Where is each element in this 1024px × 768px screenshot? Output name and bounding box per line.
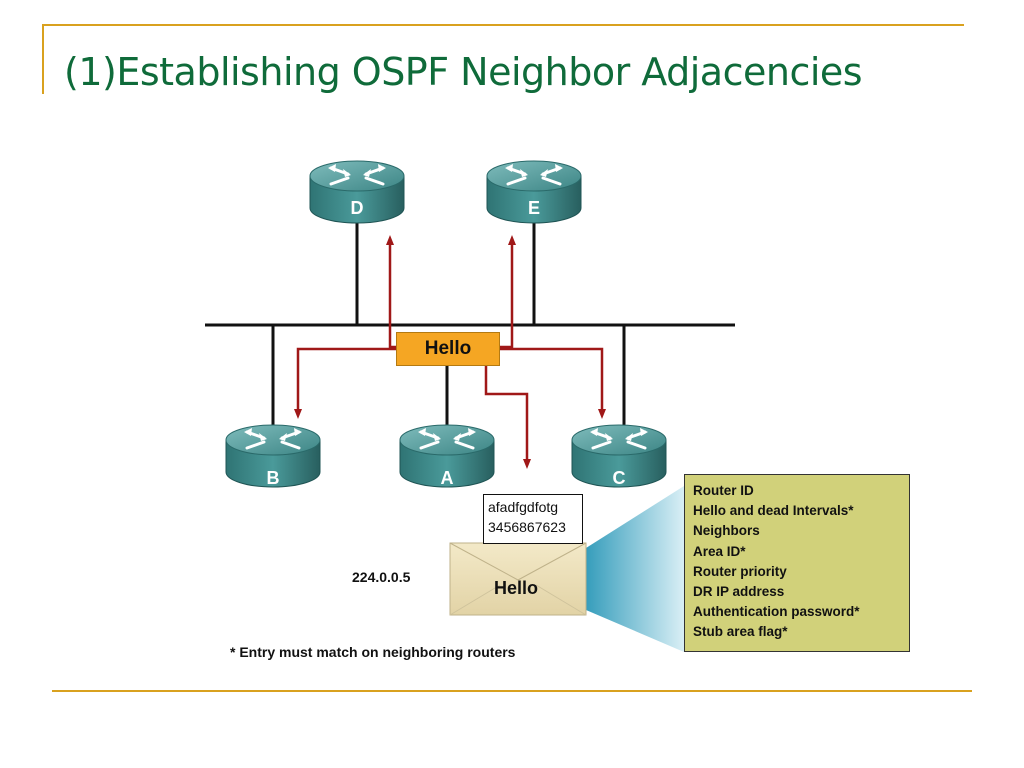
packet-data-line-2: 3456867623 [488,519,566,535]
hello-field-item: Area ID* [693,543,746,559]
hello-field-item: Hello and dead Intervals* [693,503,854,519]
slide-title: (1)Establishing OSPF Neighbor Adjacencie… [64,50,863,94]
motion-streaks [300,547,450,607]
hello-packet-box: Hello [396,332,500,366]
router-label-e: E [528,198,540,218]
hello-field-item: Neighbors [693,523,760,539]
top-rule [42,24,964,26]
expansion-fan [586,486,684,652]
router-label-a: A [441,468,454,488]
hello-field-item: DR IP address [693,584,785,600]
hello-fields-box: Router ID Hello and dead Intervals* Neig… [684,474,910,652]
packet-data-line-1: afadfgdfotg [488,499,559,515]
hello-fields-list: Router ID Hello and dead Intervals* Neig… [693,481,901,643]
footnote: * Entry must match on neighboring router… [230,644,516,660]
hello-field-item: Router priority [693,563,787,579]
hello-field-item: Stub area flag* [693,624,788,640]
hello-arrow-to-b [294,347,396,419]
hello-envelope [449,542,587,616]
router-label-b: B [267,468,280,488]
packet-data-box: afadfgdfotg 3456867623 [483,494,583,544]
hello-arrow-to-e [500,235,516,349]
bottom-rule [52,690,972,692]
hello-arrow-to-packet [484,366,531,469]
multicast-address: 224.0.0.5 [352,569,411,585]
left-rule [42,24,44,94]
hello-arrow-to-d [386,235,396,349]
router-label-c: C [613,468,626,488]
router-label-d: D [351,198,364,218]
hello-field-item: Router ID [693,483,754,498]
hello-arrow-to-c [500,347,606,419]
hello-field-item: Authentication password* [693,604,860,620]
envelope-label: Hello [494,578,539,598]
